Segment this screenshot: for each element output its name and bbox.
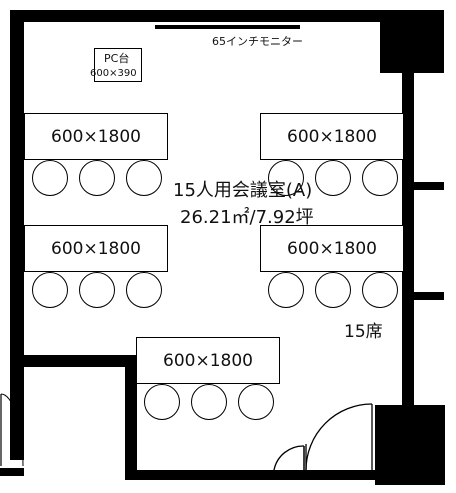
room-name: 15人用会議室(A) (173, 180, 313, 201)
chair (144, 384, 180, 420)
pc-desk (94, 48, 142, 82)
table-4: 600×1800 (260, 225, 404, 272)
chair (126, 272, 162, 308)
table-label: 600×1800 (51, 238, 141, 259)
top-wall (10, 10, 444, 22)
room-area: 26.21㎡/7.92坪 (180, 207, 314, 228)
table-1: 600×1800 (24, 113, 168, 160)
right-stub-lower (414, 292, 444, 300)
bottom-right-pillar (375, 405, 445, 485)
chair (79, 272, 115, 308)
table-label: 600×1800 (287, 126, 377, 147)
chair (238, 384, 274, 420)
left-wall-lower (10, 365, 24, 460)
monitor-bar (155, 25, 300, 29)
seat-count: 15席 (344, 322, 383, 342)
chair (362, 160, 398, 196)
chair (191, 384, 227, 420)
table-label: 600×1800 (163, 350, 253, 371)
table-label: 600×1800 (287, 238, 377, 259)
chair (315, 272, 351, 308)
chair (268, 272, 304, 308)
table-2: 600×1800 (260, 113, 404, 160)
pc-desk-size: 600×390 (90, 68, 137, 79)
chair (32, 272, 68, 308)
door-swing-icon (273, 403, 373, 471)
top-right-pillar (380, 18, 444, 73)
monitor-label: 65インチモニター (212, 35, 303, 48)
table-5: 600×1800 (136, 337, 280, 384)
table-3: 600×1800 (24, 225, 168, 272)
chair (268, 160, 304, 196)
inner-corner-vertical (125, 355, 137, 480)
right-stub-upper (414, 182, 444, 190)
chair (362, 272, 398, 308)
chair (32, 160, 68, 196)
chair (79, 160, 115, 196)
chair (315, 160, 351, 196)
chair (126, 160, 162, 196)
table-label: 600×1800 (51, 126, 141, 147)
left-stub-bottom (0, 468, 24, 476)
left-wall-upper (10, 10, 24, 365)
inner-corner-horizontal (10, 355, 136, 367)
bottom-wall (135, 470, 375, 480)
pc-desk-label: PC台 (104, 52, 130, 65)
left-door-icon (0, 393, 24, 467)
right-wall (402, 62, 414, 407)
